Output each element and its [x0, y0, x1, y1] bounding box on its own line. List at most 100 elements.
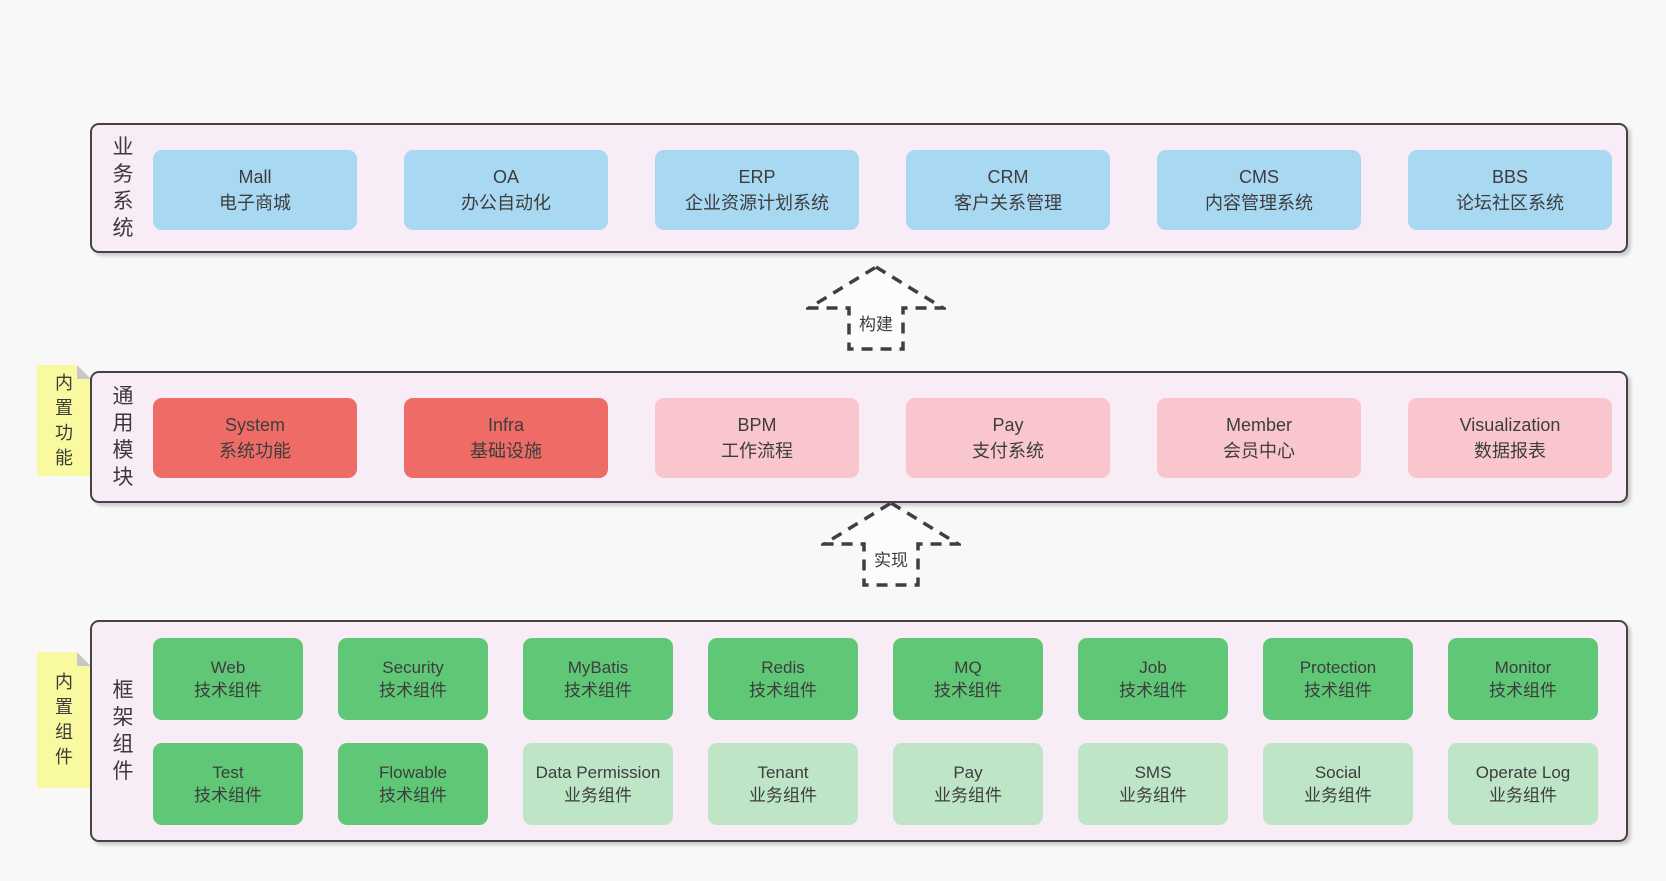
box-title: Flowable: [378, 763, 448, 782]
box-title: ERP: [738, 167, 776, 187]
arrow-label-bg: [854, 312, 898, 336]
box-subtitle: 技术组件: [1304, 681, 1372, 700]
section-label-text: 业务系统: [112, 136, 134, 240]
implement-arrow: 实现: [821, 500, 961, 588]
box-title: Operate Log: [1475, 763, 1571, 782]
box-subtitle: 业务组件: [564, 786, 632, 805]
arrow-shape: [806, 264, 946, 351]
section-label: 通用模块: [92, 373, 154, 501]
box-title: Redis: [761, 658, 805, 677]
box-title: MQ: [954, 658, 982, 677]
box-subtitle: 会员中心: [1223, 441, 1295, 461]
box-visualization: Visualization 数据报表: [1408, 398, 1612, 478]
box-subtitle: 技术组件: [194, 681, 262, 700]
section-label: 框架组件: [92, 622, 154, 840]
box-test: Test 技术组件: [153, 743, 303, 825]
box-subtitle: 基础设施: [470, 441, 542, 461]
box-subtitle: 业务组件: [934, 786, 1002, 805]
box-subtitle: 数据报表: [1474, 441, 1546, 461]
box-title: Web: [210, 658, 246, 677]
sticky-note-text: 内置功能: [55, 372, 73, 468]
box-subtitle: 工作流程: [721, 441, 793, 461]
arrow-label: 构建: [859, 315, 893, 334]
box-crm: CRM 客户关系管理: [906, 150, 1110, 230]
box-subtitle: 技术组件: [379, 786, 447, 805]
box-title: Pay: [992, 415, 1024, 435]
box-title: Data Permission: [535, 763, 661, 782]
box-title: Pay: [953, 763, 983, 782]
box-title: Test: [212, 763, 244, 782]
folded-corner-icon: [77, 652, 91, 666]
box-subtitle: 内容管理系统: [1205, 193, 1313, 213]
box-subtitle: 支付系统: [972, 441, 1044, 461]
folded-corner-icon: [77, 365, 91, 379]
box-title: OA: [492, 167, 519, 187]
box-subtitle: 系统功能: [219, 441, 291, 461]
arrow-label-bg: [869, 548, 913, 572]
box-title: Social: [1314, 763, 1362, 782]
box-title: Member: [1225, 415, 1292, 435]
section-common-modules: 通用模块 System 系统功能 Infra 基础设施 BPM 工作流程 Pay 支付系统 Me…: [90, 371, 1628, 503]
box-bpm: BPM 工作流程: [655, 398, 859, 478]
up-arrow-icon: 构建: [806, 264, 946, 351]
box-job: Job 技术组件: [1078, 638, 1228, 720]
arrow-shape: [821, 500, 961, 587]
box-mq: MQ 技术组件: [893, 638, 1043, 720]
box-subtitle: 技术组件: [934, 681, 1002, 700]
box-cms: CMS 内容管理系统: [1157, 150, 1361, 230]
box-system: System 系统功能: [153, 398, 357, 478]
box-title: Protection: [1299, 658, 1377, 677]
box-title: BBS: [1491, 167, 1529, 187]
box-title: Mall: [238, 167, 272, 187]
box-title: Job: [1139, 658, 1167, 677]
box-subtitle: 业务组件: [1304, 786, 1372, 805]
sticky-note-builtin-components: 内置组件: [37, 652, 91, 788]
box-member: Member 会员中心: [1157, 398, 1361, 478]
box-infra: Infra 基础设施: [404, 398, 608, 478]
box-web: Web 技术组件: [153, 638, 303, 720]
box-title: Infra: [487, 415, 525, 435]
box-title: MyBatis: [567, 658, 629, 677]
box-subtitle: 业务组件: [1489, 786, 1557, 805]
box-title: CMS: [1239, 167, 1279, 187]
box-title: CRM: [987, 167, 1029, 187]
section-label-text: 通用模块: [112, 385, 134, 489]
box-subtitle: 电子商城: [219, 193, 291, 213]
box-title: BPM: [737, 415, 777, 435]
box-grid: System 系统功能 Infra 基础设施 BPM 工作流程 Pay 支付系统 Member 会…: [153, 373, 1612, 478]
box-pay: Pay 业务组件: [893, 743, 1043, 825]
box-title: Visualization: [1459, 415, 1561, 435]
box-title: Monitor: [1494, 658, 1552, 677]
box-subtitle: 客户关系管理: [954, 193, 1062, 213]
box-title: Tenant: [757, 763, 809, 782]
box-subtitle: 业务组件: [749, 786, 817, 805]
box-title: System: [224, 415, 285, 435]
box-subtitle: 技术组件: [194, 786, 262, 805]
box-subtitle: 技术组件: [1119, 681, 1187, 700]
box-mall: Mall 电子商城: [153, 150, 357, 230]
box-title: SMS: [1134, 763, 1172, 782]
box-title: Security: [382, 658, 444, 677]
box-protection: Protection 技术组件: [1263, 638, 1413, 720]
box-tenant: Tenant 业务组件: [708, 743, 858, 825]
section-label: 业务系统: [92, 125, 154, 251]
section-label-text: 框架组件: [112, 679, 134, 783]
box-flowable: Flowable 技术组件: [338, 743, 488, 825]
box-operate-log: Operate Log 业务组件: [1448, 743, 1598, 825]
